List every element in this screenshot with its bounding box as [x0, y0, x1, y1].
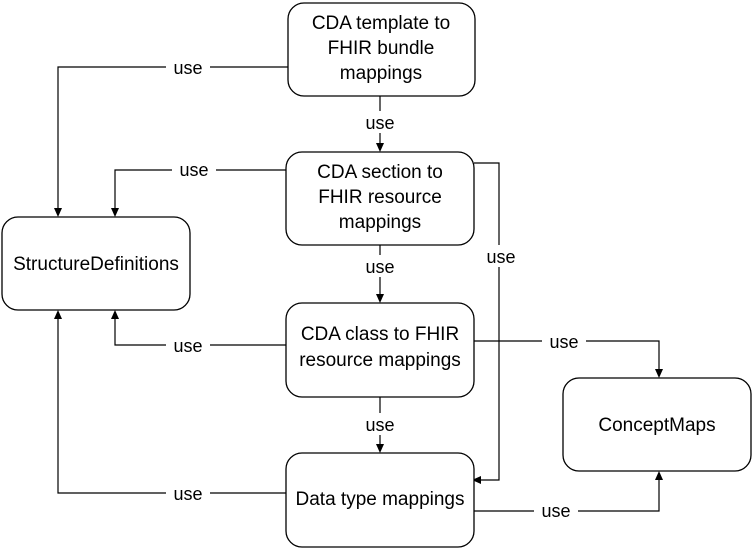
edge-label-datatype-to-conceptmaps: use	[541, 501, 570, 521]
node-cda-template-to-fhir-bundle-mappings: CDA template to FHIR bundle mappings	[287, 2, 476, 97]
edge-class-to-conceptmaps: use	[474, 330, 663, 378]
node-line: resource mappings	[299, 350, 461, 371]
node-line: StructureDefinitions	[13, 254, 179, 275]
edge-label-template-to-section: use	[365, 113, 394, 133]
node-structure-definitions: StructureDefinitions	[1, 216, 191, 311]
node-line: Data type mappings	[296, 489, 465, 510]
edge-class-to-structuredefinitions: use	[111, 310, 286, 356]
edge-datatype-to-structuredefinitions: use	[54, 310, 286, 504]
edge-section-to-class: use	[360, 245, 400, 303]
node-line: CDA section to	[317, 162, 443, 183]
edge-template-to-section: use	[360, 96, 400, 152]
node-cda-class-to-fhir-resource-mappings: CDA class to FHIR resource mappings	[285, 302, 475, 398]
edge-class-to-datatype: use	[360, 397, 400, 453]
edge-label-class-to-datatype: use	[365, 415, 394, 435]
edge-section-to-datatype: use	[472, 162, 523, 484]
node-line: mappings	[340, 63, 422, 84]
edge-label-template-to-structuredefinitions: use	[173, 58, 202, 78]
edge-label-datatype-to-structuredefinitions: use	[173, 484, 202, 504]
edge-label-class-to-conceptmaps: use	[549, 332, 578, 352]
node-data-type-mappings: Data type mappings	[285, 452, 475, 548]
node-line: mappings	[339, 212, 421, 233]
node-cda-section-to-fhir-resource-mappings: CDA section to FHIR resource mappings	[285, 151, 475, 246]
edge-template-to-structuredefinitions: use	[54, 56, 288, 217]
edge-label-section-to-class: use	[365, 257, 394, 277]
node-line: ConceptMaps	[598, 415, 715, 436]
node-line: FHIR bundle	[328, 38, 435, 59]
node-line: CDA template to	[312, 13, 450, 34]
edge-label-section-to-structuredefinitions: use	[179, 160, 208, 180]
edge-label-section-to-datatype: use	[486, 247, 515, 267]
edge-datatype-to-conceptmaps: use	[474, 471, 663, 522]
node-line: CDA class to FHIR	[301, 324, 459, 345]
edge-section-to-structuredefinitions: use	[111, 158, 286, 217]
edge-label-class-to-structuredefinitions: use	[173, 336, 202, 356]
node-line: FHIR resource	[318, 187, 442, 208]
node-concept-maps: ConceptMaps	[562, 377, 752, 472]
